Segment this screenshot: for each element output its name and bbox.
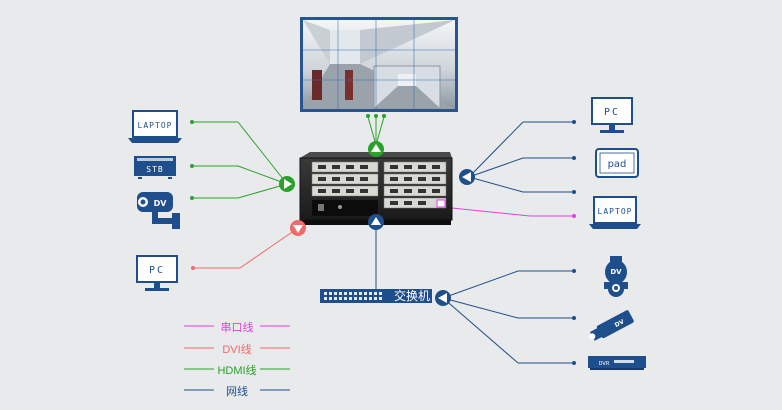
dvi-endpoint bbox=[191, 266, 195, 270]
network-endpoints bbox=[572, 120, 576, 365]
video-wall bbox=[300, 17, 458, 112]
dvi-lines bbox=[193, 227, 299, 269]
legend-hdmi-label: HDMI线 bbox=[217, 365, 257, 377]
network-input-arrow-icon bbox=[459, 169, 475, 185]
dvr-label: DVR bbox=[599, 361, 610, 367]
dvi-input-arrow-icon bbox=[290, 220, 306, 236]
pc-right-label: PC bbox=[604, 107, 620, 118]
switch-uplink-arrow-icon bbox=[368, 214, 384, 230]
pc-left-icon: PC bbox=[136, 255, 178, 291]
laptop-left-icon: LAPTOP bbox=[128, 110, 182, 143]
legend-lines bbox=[184, 325, 290, 391]
dome-camera-dv-icon: DV bbox=[604, 256, 628, 297]
network-lines bbox=[375, 121, 574, 364]
hdmi-lines bbox=[192, 116, 385, 199]
dome-camera-dv-label: DV bbox=[610, 268, 622, 276]
bullet-camera-dv-label: DV bbox=[614, 318, 626, 329]
laptop-right-icon: LAPTOP bbox=[589, 196, 641, 229]
matrix-controller bbox=[299, 152, 453, 225]
switch-input-arrow-icon bbox=[435, 290, 451, 306]
hdmi-endpoints bbox=[190, 114, 386, 200]
legend-dvi-label: DVI线 bbox=[222, 344, 252, 356]
pc-left-label: PC bbox=[149, 265, 165, 276]
switch-label: 交换机 bbox=[394, 288, 430, 303]
legend-network-label: 网线 bbox=[226, 386, 248, 398]
pc-right-icon: PC bbox=[591, 97, 633, 133]
stb-label: STB bbox=[146, 165, 163, 174]
pad-label: pad bbox=[608, 159, 627, 170]
laptop-right-label: LAPTOP bbox=[598, 207, 633, 216]
hdmi-output-arrow-icon bbox=[368, 141, 384, 157]
serial-line bbox=[441, 206, 574, 217]
legend-serial-label: 串口线 bbox=[220, 322, 254, 334]
pad-icon: pad bbox=[595, 148, 639, 178]
stb-icon: STB bbox=[134, 156, 176, 179]
network-switch: 交换机 bbox=[320, 288, 432, 303]
bullet-camera-dv-icon: DV bbox=[589, 310, 634, 341]
hdmi-input-arrow-icon bbox=[279, 176, 295, 192]
laptop-left-label: LAPTOP bbox=[138, 121, 173, 130]
serial-endpoint bbox=[572, 214, 576, 218]
camera-dv-label: DV bbox=[154, 199, 168, 208]
dvr-icon: DVR bbox=[588, 356, 646, 370]
camera-dv-icon: DV bbox=[137, 192, 180, 229]
